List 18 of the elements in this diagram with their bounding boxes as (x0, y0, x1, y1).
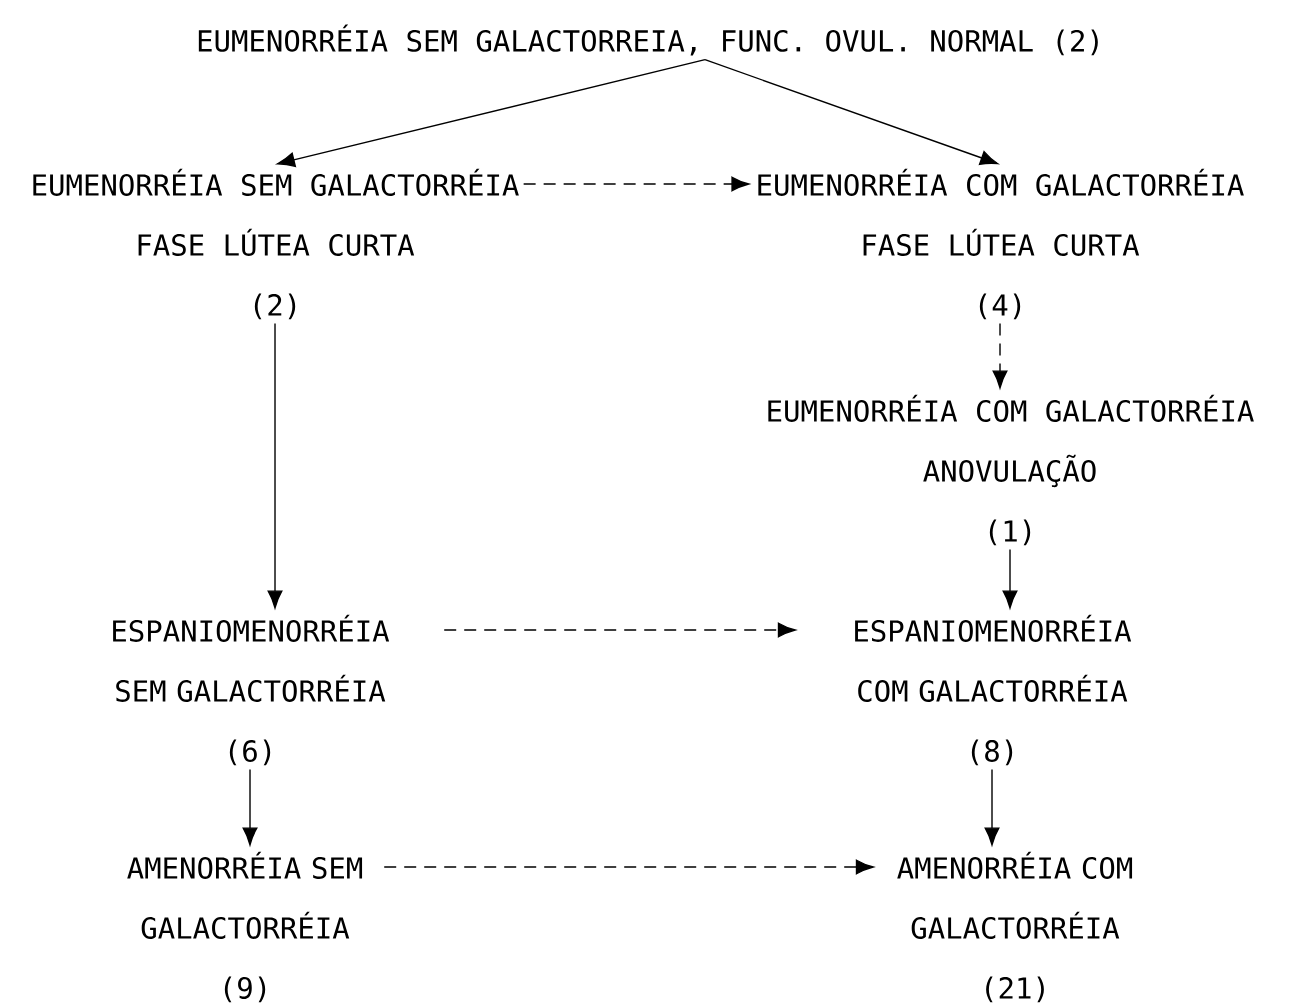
arrow (984, 768, 1000, 846)
arrow (992, 322, 1008, 389)
stage-label: ESPANIOMENORRÉIA COM GALACTORRÉIA (8) (855, 614, 1132, 766)
stage-label: EUMENORRÉIA COM GALACTORRÉIA ANOVULAÇÃO (1) (768, 394, 1254, 546)
arrow (1002, 548, 1018, 609)
arrow (267, 322, 283, 609)
stage-label: AMENORRÉIA SEM GALACTORRÉIA (9) (127, 851, 363, 1003)
stage-label: AMENORRÉIA COM GALACTORRÉIA (21) (897, 851, 1133, 1003)
arrow (704, 59, 999, 166)
arrow (242, 768, 258, 846)
stage-label: ESPANIOMENORRÉIA SEM GALACTORRÉIA (6) (113, 614, 390, 766)
stage-label: EUMENORRÉIA COM GALACTORRÉIA FASE LÚTEA CURTA (4) (758, 168, 1244, 320)
stage-label: EUMENORRÉIA SEM GALACTORRÉIA FASE LÚTEA CURTA (2) (33, 168, 519, 320)
arrow (443, 622, 796, 638)
stage-label: EUMENORRÉIA SEM GALACTORREIA, FUNC. OVUL. NORMAL (2) (198, 24, 1098, 56)
arrow (276, 59, 706, 168)
arrow (522, 176, 750, 192)
arrow (383, 859, 874, 875)
